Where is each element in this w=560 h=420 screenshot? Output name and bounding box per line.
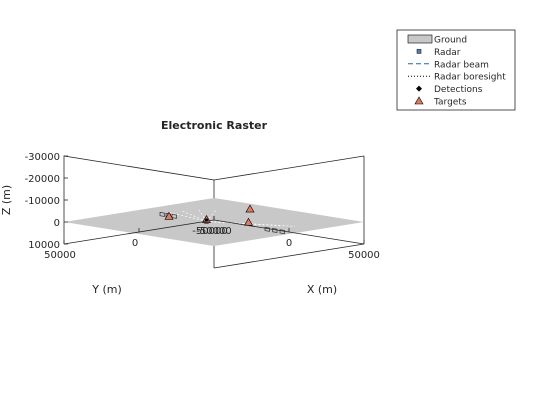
z-tick-label: 10000	[28, 240, 60, 251]
radar-beam-cell	[279, 229, 285, 235]
target-marker	[245, 204, 255, 213]
legend-label: Detections	[434, 85, 483, 95]
radar-beam-cell	[272, 228, 278, 233]
y-tick-label: -50000	[192, 226, 227, 237]
box-edge-bottom-right	[213, 243, 365, 269]
y-axis-label: Y (m)	[91, 283, 122, 296]
y-tick-label: 50000	[44, 250, 76, 261]
ground-plane	[64, 198, 364, 246]
boresight-line	[182, 210, 207, 222]
radar-beam-cell	[264, 226, 270, 232]
axis-ticks: -30000 -20000 -10000 0 10000 -50000 0 50000 5000…	[25, 152, 380, 261]
z-tick-label: -20000	[25, 174, 60, 185]
z-tick-label: -10000	[25, 196, 60, 207]
y-tick-label: 0	[132, 238, 138, 249]
z-tick-label: 0	[54, 218, 60, 229]
radar-beam-cell	[159, 211, 165, 217]
legend-label: Targets	[433, 98, 467, 108]
legend-label: Radar	[434, 48, 461, 58]
target-marker	[164, 211, 174, 220]
boresight-line	[206, 208, 218, 222]
radar-beam-cell	[171, 213, 177, 219]
z-tick-label: -30000	[25, 152, 60, 163]
x-axis-label: X (m)	[307, 283, 337, 296]
legend-ground-swatch	[407, 34, 433, 44]
legend-detection-swatch	[416, 85, 422, 92]
legend-label: Radar beam	[434, 60, 489, 70]
box-edge-top	[213, 155, 365, 181]
legend-target-swatch	[414, 96, 424, 105]
x-tick-label: 0	[286, 238, 292, 249]
x-tick-label: 50000	[348, 250, 380, 261]
chart-title: Electronic Raster	[161, 119, 268, 132]
x-tick-label: -50000	[196, 226, 231, 237]
legend-radar-swatch	[416, 49, 422, 54]
boresight-line	[168, 212, 207, 222]
legend-label: Radar boresight	[434, 73, 506, 83]
legend-label: Ground	[434, 36, 467, 46]
legend-box	[396, 29, 516, 111]
z-axis-label: Z (m)	[0, 185, 13, 215]
